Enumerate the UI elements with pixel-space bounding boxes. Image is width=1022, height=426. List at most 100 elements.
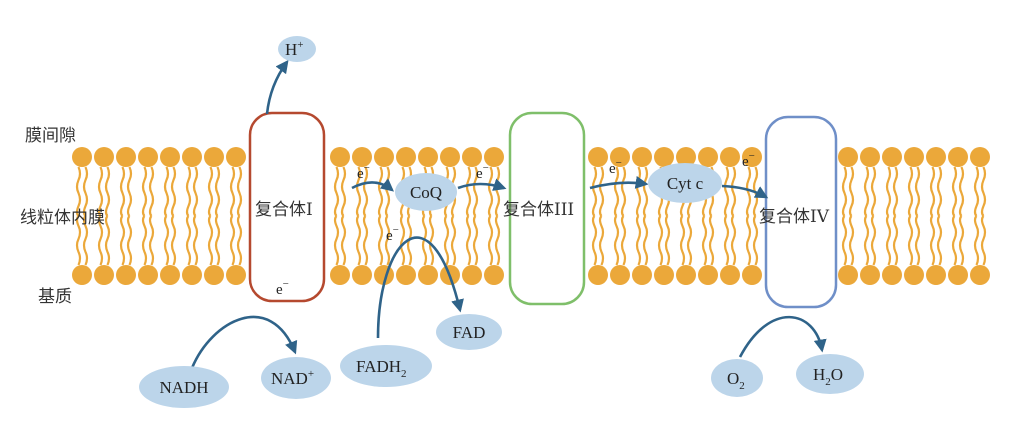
lipid-head <box>970 265 990 285</box>
lipid-head <box>352 265 372 285</box>
lipid-tail <box>951 215 958 266</box>
lipid-tail <box>384 215 391 266</box>
lipid-tail <box>598 166 605 217</box>
lipid-head <box>72 147 92 167</box>
lipid-tail <box>472 166 479 217</box>
lipid-head <box>160 265 180 285</box>
lipid-head <box>970 147 990 167</box>
lipid-tail <box>701 215 708 266</box>
lipid-tail <box>907 215 914 266</box>
lipid-head <box>204 265 224 285</box>
lipid-tail <box>148 166 155 217</box>
lipid-tail <box>752 215 759 266</box>
lipid-tail <box>148 215 155 266</box>
lipid-tail <box>362 166 369 217</box>
lipid-tail <box>384 166 391 217</box>
lipid-head <box>396 147 416 167</box>
lipid-tail <box>958 215 965 266</box>
lipid-tail <box>980 166 987 217</box>
lipid-tail <box>399 215 406 266</box>
lipid-head <box>418 147 438 167</box>
lipid-tail <box>591 215 598 266</box>
arrow-fadh2-to-fad <box>376 236 464 339</box>
lipid-tail <box>207 215 214 266</box>
lipid-tail <box>340 215 347 266</box>
lipid-tail <box>679 215 686 266</box>
lipid-head <box>484 147 504 167</box>
lipid-tail <box>97 215 104 266</box>
lipid-head <box>226 265 246 285</box>
svg-text:e−: e− <box>476 162 489 182</box>
lipid-head <box>632 147 652 167</box>
lipid-head <box>882 265 902 285</box>
lipid-tail <box>848 166 855 217</box>
arrow-complex3-to-cytc <box>589 175 649 190</box>
lipid-head <box>720 147 740 167</box>
lipid-head <box>632 265 652 285</box>
lipid-tail <box>333 215 340 266</box>
electron-label-fadh2: e− <box>386 224 399 244</box>
lipid-tail <box>591 166 598 217</box>
svg-text:e−: e− <box>357 162 370 182</box>
lipid-head <box>926 147 946 167</box>
svg-text:FADH2: FADH2 <box>356 357 407 380</box>
svg-text:Cyt c: Cyt c <box>667 174 704 193</box>
lipid-tail <box>450 215 457 266</box>
svg-text:H+: H+ <box>285 39 304 59</box>
lipid-tail <box>185 215 192 266</box>
complex-4-label: 复合体IV <box>759 207 830 227</box>
svg-text:O2: O2 <box>727 369 745 392</box>
svg-text:e−: e− <box>609 157 622 177</box>
lipid-tail <box>973 215 980 266</box>
lipid-head <box>418 265 438 285</box>
complex-3-box <box>508 111 586 306</box>
lipid-bilayer <box>72 147 990 285</box>
lipid-tail <box>207 166 214 217</box>
electron-label-cytc-c4: e− <box>742 150 755 170</box>
svg-text:NADH: NADH <box>159 378 208 397</box>
svg-text:CoQ: CoQ <box>410 183 442 202</box>
lipid-tail <box>613 166 620 217</box>
molecule-h2o: H2O <box>796 354 864 394</box>
svg-text:e−: e− <box>276 278 289 298</box>
lipid-head <box>94 147 114 167</box>
lipid-tail <box>841 215 848 266</box>
lipid-head <box>720 265 740 285</box>
lipid-tail <box>929 215 936 266</box>
lipid-tail <box>841 166 848 217</box>
lipid-head <box>882 147 902 167</box>
lipid-tail <box>214 215 221 266</box>
lipid-head <box>182 265 202 285</box>
lipid-tail <box>936 166 943 217</box>
lipid-tail <box>936 215 943 266</box>
lipid-tail <box>980 215 987 266</box>
lipid-tail <box>236 166 243 217</box>
lipid-tail <box>745 215 752 266</box>
complex-3-label: 复合体III <box>503 200 574 220</box>
lipid-tail <box>664 215 671 266</box>
lipid-tail <box>229 215 236 266</box>
lipid-tail <box>848 215 855 266</box>
lipid-tail <box>377 215 384 266</box>
lipid-head <box>462 147 482 167</box>
lipid-head <box>462 265 482 285</box>
lipid-tail <box>892 166 899 217</box>
lipid-tail <box>730 166 737 217</box>
lipid-tail <box>362 215 369 266</box>
lipid-tail <box>723 215 730 266</box>
molecule-h-plus: H+ <box>278 36 316 62</box>
lipid-tail <box>104 215 111 266</box>
lipid-tail <box>870 166 877 217</box>
lipid-tail <box>745 166 752 217</box>
molecule-o2: O2 <box>711 359 763 397</box>
lipid-tail <box>907 166 914 217</box>
lipid-tail <box>598 215 605 266</box>
electron-label-c1-coq: e− <box>357 162 370 182</box>
complex-4-box <box>764 115 838 309</box>
lipid-tail <box>885 215 892 266</box>
lipid-head <box>654 147 674 167</box>
lipid-tail <box>141 215 148 266</box>
complex-1-label: 复合体I <box>255 200 313 220</box>
lipid-head <box>676 265 696 285</box>
molecule-fad: FAD <box>436 314 502 350</box>
